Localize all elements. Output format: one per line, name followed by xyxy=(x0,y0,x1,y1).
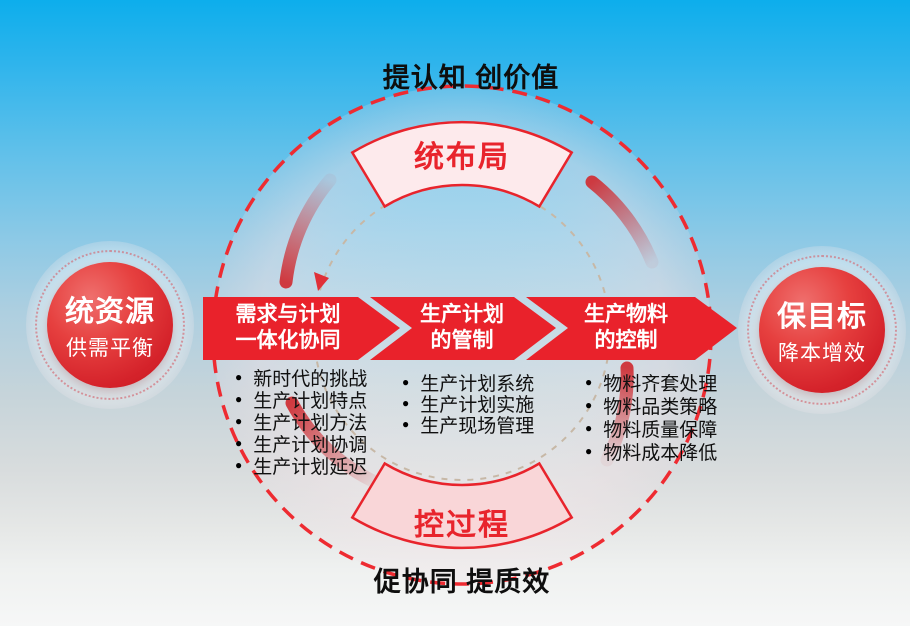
bullet-icon: ● xyxy=(235,457,243,472)
arrow-3-line2: 的控制 xyxy=(594,329,658,352)
left-circle-subtitle: 供需平衡 xyxy=(66,337,154,360)
inner-circle-arrowhead-icon xyxy=(314,272,329,291)
bullet-icon: ● xyxy=(585,444,593,458)
list-item-label: 物料成本降低 xyxy=(603,443,718,464)
bullet-icon: ● xyxy=(235,413,243,428)
list-item: ● 物料品类策略 xyxy=(585,394,718,418)
right-circle-dotted-ring xyxy=(747,255,897,405)
list-item-label: 生产计划协调 xyxy=(253,434,368,456)
banner-bottom-ribbon xyxy=(350,461,574,550)
right-circle-subtitle: 降本增效 xyxy=(778,342,866,365)
arrow-2-line1: 生产计划 xyxy=(420,303,504,326)
bullet-icon: ● xyxy=(235,391,243,406)
bullet-icon: ● xyxy=(585,421,593,435)
list-item-label: 物料品类策略 xyxy=(603,397,718,418)
process-arrow-2-shape xyxy=(370,297,556,360)
bullet-icon: ● xyxy=(585,398,593,412)
list-item-label: 新时代的挑战 xyxy=(253,368,368,390)
arrow-2-topic-list: ● 生产计划系统 ● 生产计划实施 ● 生产现场管理 xyxy=(402,372,535,437)
bullet-icon: ● xyxy=(585,375,593,389)
left-circle-title: 统资源 xyxy=(64,296,155,328)
list-item-label: 生产现场管理 xyxy=(420,416,535,437)
banner-top-ribbon xyxy=(350,120,574,209)
process-arrow-3-shape xyxy=(526,297,737,360)
right-circle-title: 保目标 xyxy=(776,301,867,333)
list-item: ● 生产现场管理 xyxy=(402,414,535,437)
list-item: ● 生产计划系统 xyxy=(402,372,535,395)
list-item: ● 物料成本降低 xyxy=(585,440,718,464)
left-goal-circle: 统资源 供需平衡 xyxy=(47,262,173,388)
process-arrow-2-label: 生产计划 的管制 xyxy=(380,302,544,354)
rotation-arc-top-right xyxy=(585,175,659,269)
list-item-label: 物料齐套处理 xyxy=(603,374,718,395)
arrow-3-topic-list: ● 物料齐套处理 ● 物料品类策略 ● 物料质量保障 ● 物料成本降低 xyxy=(585,371,718,464)
list-item-label: 生产计划延迟 xyxy=(253,456,368,478)
list-item-label: 生产计划特点 xyxy=(253,390,368,412)
list-item-label: 生产计划方法 xyxy=(253,412,368,434)
list-item: ● 生产计划延迟 xyxy=(235,454,368,478)
arrow-1-line1: 需求与计划 xyxy=(235,303,341,326)
list-item: ● 新时代的挑战 xyxy=(235,366,368,390)
bullet-icon: ● xyxy=(235,435,243,450)
rotation-arc-top-left xyxy=(279,173,337,289)
list-item-label: 物料质量保障 xyxy=(603,420,718,441)
arrow-1-topic-list: ● 新时代的挑战 ● 生产计划特点 ● 生产计划方法 ● 生产计划协调 ● 生产计划延迟 xyxy=(235,366,368,478)
process-arrow-3-label: 生产物料 的控制 xyxy=(544,302,708,354)
arrow-2-line2: 的管制 xyxy=(430,329,494,352)
bullet-icon: ● xyxy=(402,417,410,431)
bullet-icon: ● xyxy=(235,369,243,384)
list-item: ● 生产计划实施 xyxy=(402,393,535,416)
list-item: ● 生产计划特点 xyxy=(235,388,368,412)
arrow-1-line2: 一体化协同 xyxy=(235,329,341,352)
bottom-slogan: 促协同 提质效 xyxy=(373,567,551,597)
banner-top-label: 统布局 xyxy=(414,141,510,174)
process-arrow-1-shape xyxy=(203,297,400,360)
list-item-label: 生产计划实施 xyxy=(420,395,535,416)
top-slogan: 提认知 创价值 xyxy=(382,63,560,93)
left-circle-dotted-ring xyxy=(35,250,185,400)
list-item: ● 生产计划方法 xyxy=(235,410,368,434)
list-item: ● 物料质量保障 xyxy=(585,417,718,441)
list-item-label: 生产计划系统 xyxy=(420,374,535,395)
bullet-icon: ● xyxy=(402,375,410,389)
rotation-arc-bottom-right xyxy=(600,361,634,467)
bullet-icon: ● xyxy=(402,396,410,410)
rotation-arc-bottom-left xyxy=(285,396,384,490)
banner-bottom-label: 控过程 xyxy=(414,509,510,542)
arrow-3-line1: 生产物料 xyxy=(584,303,668,326)
list-item: ● 物料齐套处理 xyxy=(585,371,718,395)
right-goal-circle: 保目标 降本增效 xyxy=(759,267,885,393)
list-item: ● 生产计划协调 xyxy=(235,432,368,456)
process-arrow-1-label: 需求与计划 一体化协同 xyxy=(206,302,370,354)
